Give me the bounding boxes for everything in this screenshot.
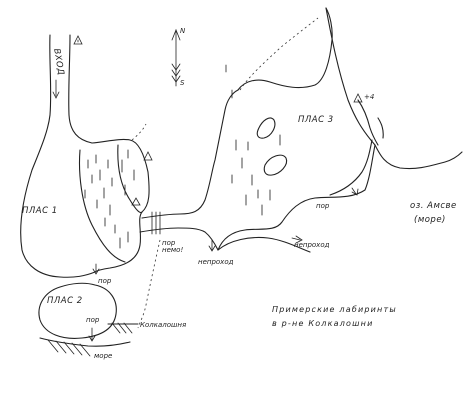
- pillar-1: [256, 117, 276, 139]
- arrow-icon: [225, 64, 233, 99]
- survey-station-icon: [131, 197, 141, 206]
- caption-line-1: Примерские лабиринты: [272, 305, 397, 314]
- arrow-icon: [92, 263, 100, 275]
- hall1-label: ПЛАС 1: [22, 206, 58, 216]
- impassable-label-left: непроход: [198, 258, 234, 266]
- lake-sub-label: (море): [414, 215, 446, 225]
- lake-passage-wall-lower: [329, 139, 373, 196]
- threshold-label: пор: [98, 277, 112, 285]
- hall2-outline: [38, 282, 117, 339]
- entrance-passage-wall-right: [68, 34, 93, 144]
- shore-line: [39, 337, 131, 347]
- arrow-icon: [88, 327, 96, 342]
- station-value-label: +4: [364, 93, 375, 101]
- threshold-nemo-label: пор немо!: [162, 239, 184, 254]
- arrow-icon: [291, 235, 303, 244]
- hall2-label: ПЛАС 2: [47, 296, 83, 306]
- entrance-passage-wall-left: [20, 34, 96, 278]
- impassable-label-right: непроход: [294, 241, 330, 249]
- hall3-hatching: [231, 134, 281, 216]
- hall3-outline-south: [217, 236, 311, 253]
- sea-label: море: [94, 352, 113, 360]
- hall-outline: [91, 138, 150, 273]
- lake-passage-wall: [374, 144, 463, 170]
- survey-station-icon: [143, 151, 153, 161]
- sump-markers: [151, 211, 161, 235]
- hall-hatching: [84, 149, 135, 249]
- north-arrow-icon: [171, 28, 181, 87]
- caption-line-2: в р-не Колкалошни: [272, 319, 374, 328]
- hall3-outline-east: [325, 7, 376, 146]
- south-label: S: [180, 79, 185, 87]
- pillar-2: [263, 154, 288, 176]
- arrow-icon: [208, 239, 216, 252]
- hall3-outline-north: [237, 7, 333, 91]
- lake-connection: [357, 99, 379, 146]
- arrow-icon: [52, 79, 60, 99]
- threshold-label-right: пор: [316, 202, 330, 210]
- survey-line-south: [137, 239, 161, 329]
- arrow-icon: [351, 187, 359, 196]
- hall-left-wall: [79, 149, 126, 263]
- hall3-label: ПЛАС 3: [298, 115, 334, 125]
- survey-line-hall: [131, 123, 147, 141]
- survey-line-north: [239, 17, 319, 91]
- hall3-outline-west: [217, 144, 376, 251]
- survey-station-icon: [353, 93, 363, 103]
- kolkoloshnya-label: Колкалошня: [140, 321, 187, 329]
- shore-hatching: [47, 322, 133, 357]
- threshold-label-bottom: пор: [86, 316, 100, 324]
- connecting-passage-upper: [141, 89, 239, 219]
- lake-connection-branch: [377, 117, 384, 139]
- survey-station-icon: [73, 35, 83, 45]
- lake-label: оз. Амсве: [410, 201, 457, 211]
- connecting-passage-lower: [139, 227, 219, 251]
- north-label: N: [180, 27, 186, 35]
- hall-inner-lobe: [117, 144, 143, 214]
